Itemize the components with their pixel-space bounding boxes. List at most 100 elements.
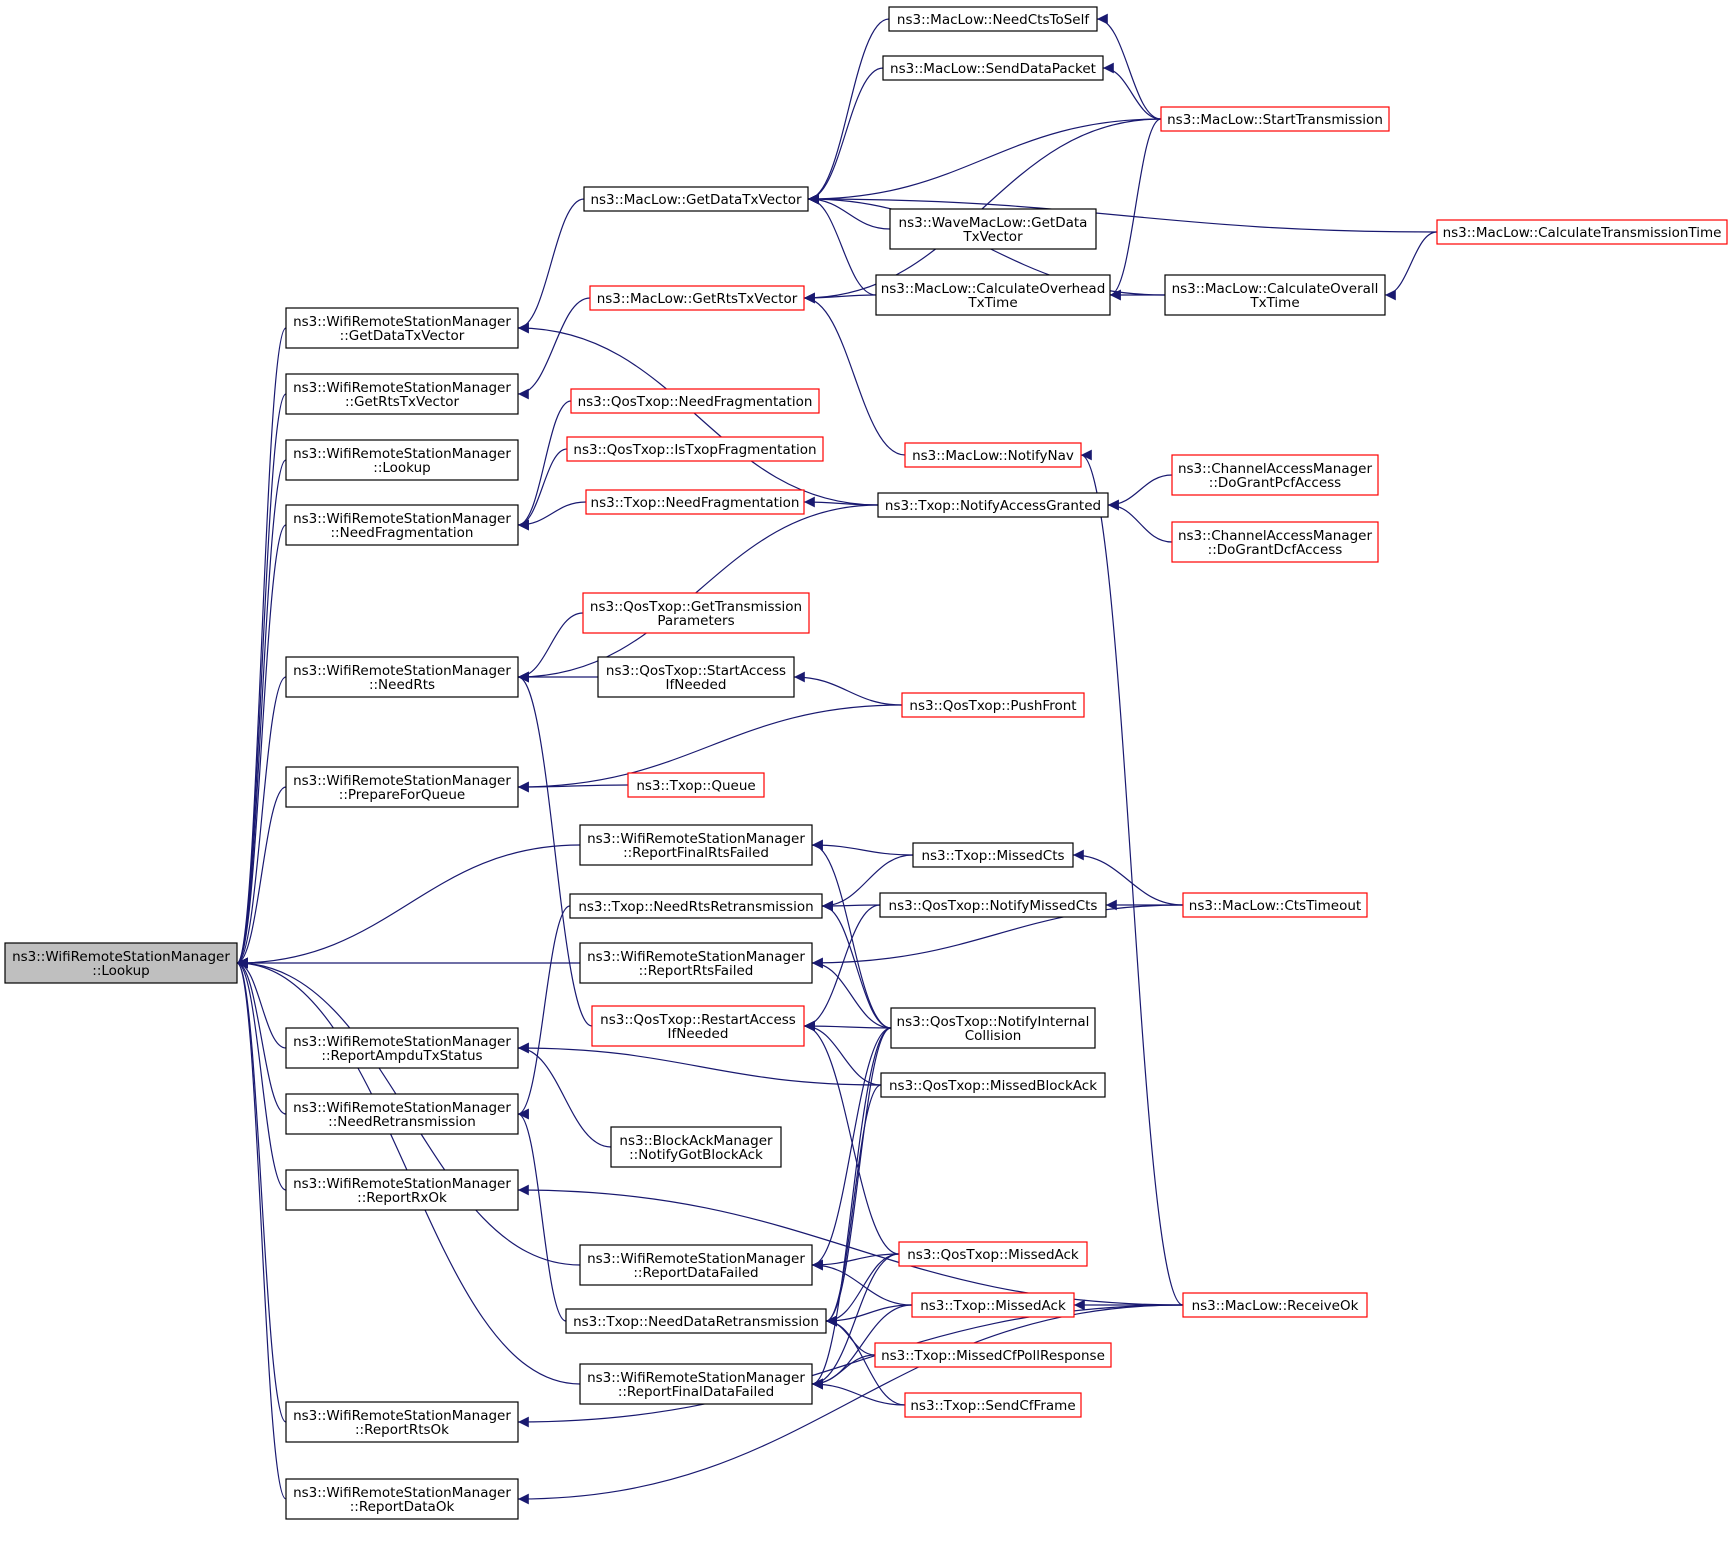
- node-txop_notifyaccess[interactable]: ns3::Txop::NotifyAccessGranted: [877, 492, 1109, 518]
- node-label: ns3::QosTxop::IsTxopFragmentation: [573, 442, 816, 458]
- edge-qos_notifyinternal-to-txop_needrtsretx: [821, 900, 892, 1029]
- node-wave_getdata[interactable]: ns3::WaveMacLow::GetDataTxVector: [889, 208, 1097, 250]
- node-label: ns3::Txop::Queue: [636, 778, 755, 794]
- node-txop_missedack[interactable]: ns3::Txop::MissedAck: [911, 1292, 1075, 1318]
- node-root: ns3::WifiRemoteStationManager::Lookup: [4, 942, 238, 984]
- node-wrsm_dataok[interactable]: ns3::WifiRemoteStationManager::ReportDat…: [285, 1478, 519, 1520]
- node-label: Parameters: [657, 613, 734, 629]
- node-txop_queue[interactable]: ns3::Txop::Queue: [627, 772, 765, 798]
- node-label: ns3::Txop::MissedCfPollResponse: [881, 1348, 1105, 1364]
- node-txop_needdataretx[interactable]: ns3::Txop::NeedDataRetransmission: [565, 1308, 827, 1334]
- edge-qos_gettxparams-to-wrsm_needrts: [517, 612, 584, 683]
- node-txop_needfrag[interactable]: ns3::Txop::NeedFragmentation: [585, 489, 805, 515]
- node-maclow_needcts[interactable]: ns3::MacLow::NeedCtsToSelf: [888, 6, 1098, 32]
- node-wrsm_ampdu[interactable]: ns3::WifiRemoteStationManager::ReportAmp…: [285, 1027, 519, 1069]
- node-wrsm_needrts[interactable]: ns3::WifiRemoteStationManager::NeedRts: [285, 656, 519, 698]
- node-wrsm_rtsok[interactable]: ns3::WifiRemoteStationManager::ReportRts…: [285, 1401, 519, 1443]
- node-cam_pcf[interactable]: ns3::ChannelAccessManager::DoGrantPcfAcc…: [1171, 454, 1379, 496]
- node-label: ::ReportFinalDataFailed: [618, 1384, 774, 1400]
- node-maclow_starttx[interactable]: ns3::MacLow::StartTransmission: [1160, 106, 1390, 132]
- node-txop_sendcf[interactable]: ns3::Txop::SendCfFrame: [904, 1392, 1082, 1418]
- node-box: [583, 186, 809, 212]
- node-box: [285, 656, 519, 698]
- node-label: ns3::WifiRemoteStationManager: [293, 663, 511, 679]
- node-wrsm_datafailed[interactable]: ns3::WifiRemoteStationManager::ReportDat…: [579, 1244, 813, 1286]
- node-box: [1436, 219, 1728, 245]
- node-wrsm_reportfinalrts[interactable]: ns3::WifiRemoteStationManager::ReportFin…: [579, 824, 813, 866]
- node-qos_missedack[interactable]: ns3::QosTxop::MissedAck: [898, 1241, 1088, 1267]
- node-cam_dcf[interactable]: ns3::ChannelAccessManager::DoGrantDcfAcc…: [1171, 521, 1379, 563]
- node-label: ::PrepareForQueue: [339, 787, 465, 803]
- edge-maclow_needcts-to-maclow_getdatatx: [807, 18, 890, 205]
- node-qos_needfrag[interactable]: ns3::QosTxop::NeedFragmentation: [570, 388, 820, 414]
- node-label: TxTime: [967, 295, 1017, 311]
- node-qos_pushfront[interactable]: ns3::QosTxop::PushFront: [901, 692, 1085, 718]
- node-label: ns3::QosTxop::StartAccess: [606, 663, 786, 679]
- node-box: [1164, 274, 1386, 316]
- node-box: [579, 824, 813, 866]
- node-label: ::ReportDataOk: [350, 1499, 455, 1515]
- node-qos_missedba[interactable]: ns3::QosTxop::MissedBlockAck: [880, 1072, 1106, 1098]
- node-qos_istxopfrag[interactable]: ns3::QosTxop::IsTxopFragmentation: [566, 436, 824, 462]
- node-box: [285, 504, 519, 546]
- node-wrsm_needfrag[interactable]: ns3::WifiRemoteStationManager::NeedFragm…: [285, 504, 519, 546]
- edge-qos_missedba-to-txop_needdataretx: [825, 1084, 882, 1327]
- node-txop_missedcts[interactable]: ns3::Txop::MissedCts: [912, 842, 1074, 868]
- node-wrsm_lookup2[interactable]: ns3::WifiRemoteStationManager::Lookup: [285, 439, 519, 481]
- node-wrsm_finaldata[interactable]: ns3::WifiRemoteStationManager::ReportFin…: [579, 1363, 813, 1405]
- node-wrsm_needretx[interactable]: ns3::WifiRemoteStationManager::NeedRetra…: [285, 1093, 519, 1135]
- edge-wave_getdata-to-maclow_getdatatx: [807, 193, 891, 230]
- node-maclow_getrtstx[interactable]: ns3::MacLow::GetRtsTxVector: [589, 285, 805, 311]
- node-wrsm_getdatatx[interactable]: ns3::WifiRemoteStationManager::GetDataTx…: [285, 307, 519, 349]
- node-box: [882, 55, 1104, 81]
- node-label: ns3::QosTxop::MissedAck: [907, 1247, 1079, 1263]
- edge-wrsm_rtsok-to-root: [236, 957, 287, 1423]
- node-maclow_getdatatx[interactable]: ns3::MacLow::GetDataTxVector: [583, 186, 809, 212]
- node-wrsm_prepare[interactable]: ns3::WifiRemoteStationManager::PrepareFo…: [285, 766, 519, 808]
- node-txop_needrtsretx[interactable]: ns3::Txop::NeedRtsRetransmission: [569, 893, 823, 919]
- edge-txop_notifyaccess-to-wrsm_getdatatx: [517, 322, 879, 506]
- node-maclow_notifynav[interactable]: ns3::MacLow::NotifyNav: [904, 442, 1082, 468]
- edge-wrsm_prepare-to-root: [236, 786, 287, 969]
- node-box: [610, 1126, 782, 1168]
- node-qos_notifymissedcts[interactable]: ns3::QosTxop::NotifyMissedCts: [879, 892, 1107, 918]
- node-box: [1171, 521, 1379, 563]
- edge-qos_notifymissedcts-to-qos_restart: [803, 904, 881, 1032]
- edge-txop_notifyaccess-to-wrsm_needrts: [517, 504, 879, 683]
- node-label: ns3::Txop::MissedAck: [920, 1298, 1066, 1314]
- node-label: TxTime: [1249, 295, 1299, 311]
- node-maclow_receiveok[interactable]: ns3::MacLow::ReceiveOk: [1182, 1292, 1368, 1318]
- edge-maclow_calcoverhead-to-maclow_getdatatx: [807, 193, 877, 296]
- node-label: ns3::BlockAckManager: [619, 1133, 773, 1149]
- node-box: [889, 208, 1097, 250]
- node-label: ::ReportAmpduTxStatus: [321, 1048, 482, 1064]
- node-label: ns3::QosTxop::NeedFragmentation: [578, 394, 813, 410]
- node-maclow_ctstimeout[interactable]: ns3::MacLow::CtsTimeout: [1182, 892, 1368, 918]
- node-box: [874, 1342, 1112, 1368]
- node-label: ns3::WifiRemoteStationManager: [293, 511, 511, 527]
- node-label: ns3::Txop::MissedCts: [921, 848, 1064, 864]
- node-label: ns3::QosTxop::RestartAccess: [600, 1012, 796, 1028]
- node-label: ::Lookup: [92, 963, 149, 979]
- edge-cam_dcf-to-txop_notifyaccess: [1107, 499, 1173, 543]
- node-wrsm_getrtstx[interactable]: ns3::WifiRemoteStationManager::GetRtsTxV…: [285, 373, 519, 415]
- node-bam_gotba[interactable]: ns3::BlockAckManager::NotifyGotBlockAck: [610, 1126, 782, 1168]
- node-txop_missedcfpoll[interactable]: ns3::Txop::MissedCfPollResponse: [874, 1342, 1112, 1368]
- node-box: [589, 285, 805, 311]
- node-label: ::ReportDataFailed: [633, 1265, 758, 1281]
- node-label: ns3::Txop::SendCfFrame: [910, 1398, 1075, 1414]
- node-maclow_calctxtime[interactable]: ns3::MacLow::CalculateTransmissionTime: [1436, 219, 1728, 245]
- node-wrsm_reportrtsfailed[interactable]: ns3::WifiRemoteStationManager::ReportRts…: [579, 942, 813, 984]
- node-label: ::NeedRetransmission: [328, 1114, 476, 1130]
- node-maclow_senddata[interactable]: ns3::MacLow::SendDataPacket: [882, 55, 1104, 81]
- node-box: [1182, 1292, 1368, 1318]
- node-wrsm_rxok[interactable]: ns3::WifiRemoteStationManager::ReportRxO…: [285, 1169, 519, 1211]
- edge-qos_missedack-to-wrsm_datafailed: [811, 1253, 900, 1271]
- node-label: ns3::WifiRemoteStationManager: [293, 314, 511, 330]
